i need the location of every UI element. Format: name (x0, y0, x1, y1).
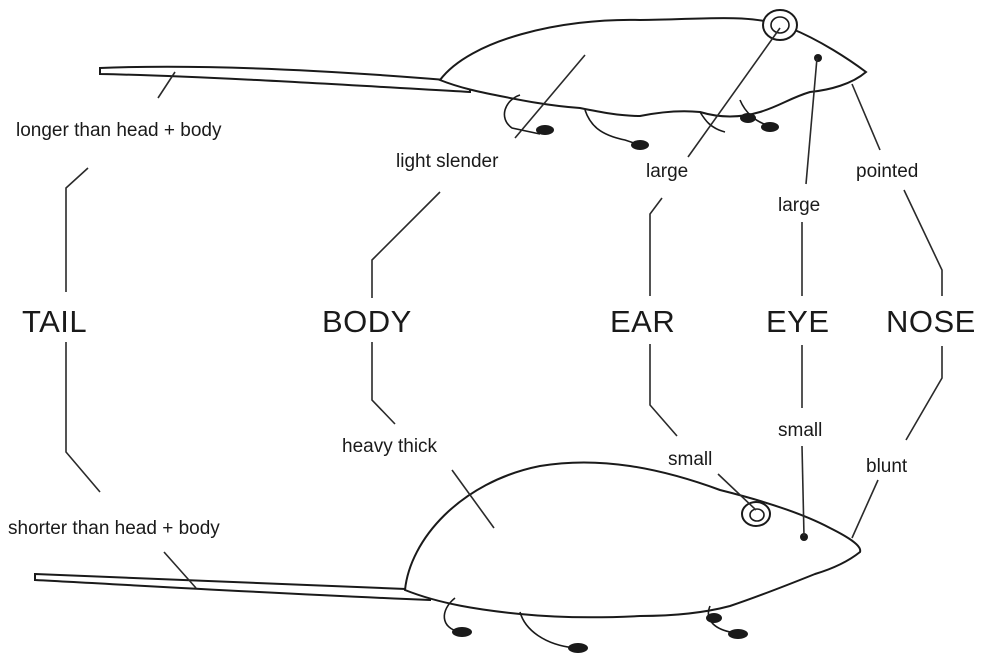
top-animal-paw (631, 140, 649, 150)
bottom-animal-paw (568, 643, 588, 653)
top-animal-body (440, 18, 866, 117)
bottom-body-label: heavy thick (342, 436, 438, 457)
nose-pointer-top (852, 84, 880, 150)
top-nose-label: pointed (856, 161, 918, 182)
category-eye: EYE (766, 304, 830, 339)
body-bracket-bottom (372, 342, 395, 424)
category-body: BODY (322, 304, 412, 339)
bottom-nose-label: blunt (866, 456, 908, 477)
ear-bracket-top (650, 198, 662, 296)
bottom-animal-paw (452, 627, 472, 637)
bottom-animal-tail (35, 574, 430, 600)
bottom-ear-label: small (668, 449, 712, 470)
top-ear-label: large (646, 161, 688, 182)
top-animal-paw (761, 122, 779, 132)
bottom-animal-ear (742, 502, 770, 526)
nose-pointer-bottom (852, 480, 878, 538)
category-ear: EAR (610, 304, 675, 339)
top-body-label: light slender (396, 151, 499, 172)
top-animal-paw (536, 125, 554, 135)
top-animal-eye (814, 54, 822, 62)
body-bracket-top (372, 192, 440, 298)
nose-bracket-top (904, 190, 942, 296)
labels: longer than head + body light slender la… (8, 120, 976, 539)
tail-bracket-bottom (66, 342, 100, 492)
bottom-animal-paw (706, 613, 722, 623)
bottom-tail-label: shorter than head + body (8, 518, 220, 539)
top-tail-label: longer than head + body (16, 120, 222, 141)
top-animal-paw (740, 113, 756, 123)
tail-bracket-top (66, 168, 88, 292)
ear-bracket-bottom (650, 344, 677, 436)
bottom-animal-body (405, 462, 860, 617)
category-tail: TAIL (22, 304, 87, 339)
bottom-animal-paw (728, 629, 748, 639)
top-animal-tail (100, 67, 470, 92)
bottom-eye-label: small (778, 420, 822, 441)
top-eye-label: large (778, 195, 820, 216)
nose-bracket-bottom (906, 346, 942, 440)
category-nose: NOSE (886, 304, 976, 339)
top-animal-ear (763, 10, 797, 40)
